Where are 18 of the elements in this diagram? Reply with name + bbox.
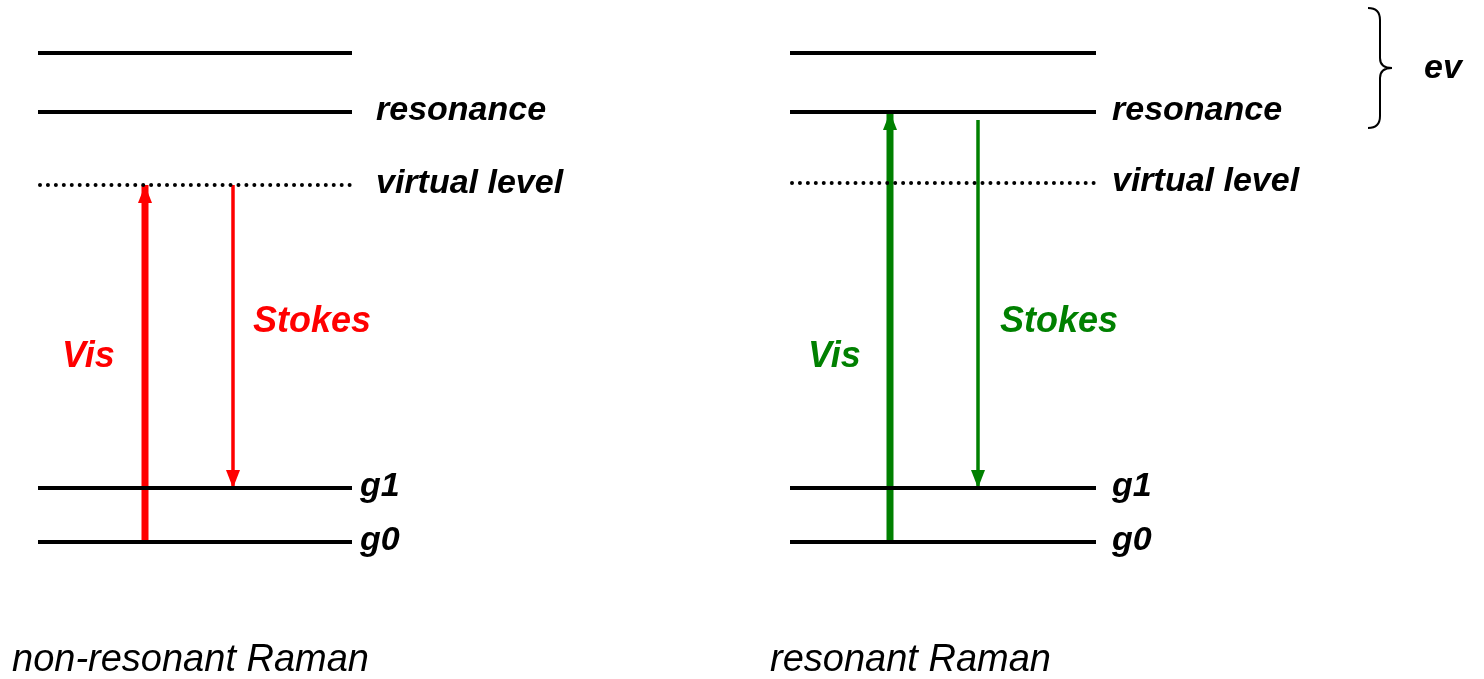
level-label: g0 <box>360 518 400 558</box>
level-label: resonance <box>376 88 547 128</box>
level-label: virtual level <box>1112 159 1300 199</box>
diagram-caption: non-resonant Raman <box>12 636 369 679</box>
level-label: g1 <box>360 464 400 504</box>
level-label: resonance <box>1112 88 1283 128</box>
edge-label: Vis <box>808 335 861 375</box>
edge-label: Vis <box>62 335 115 375</box>
level-label: g1 <box>1112 464 1152 504</box>
diagram-caption: resonant Raman <box>770 636 1051 679</box>
arrow <box>883 112 897 542</box>
arrow <box>971 120 985 488</box>
bracket-label: ev <box>1424 46 1462 86</box>
edge-label: Stokes <box>253 300 372 340</box>
edge-label: Stokes <box>1000 300 1119 340</box>
arrow <box>226 185 240 488</box>
level-label: virtual level <box>376 161 564 201</box>
level-label: g0 <box>1112 518 1152 558</box>
